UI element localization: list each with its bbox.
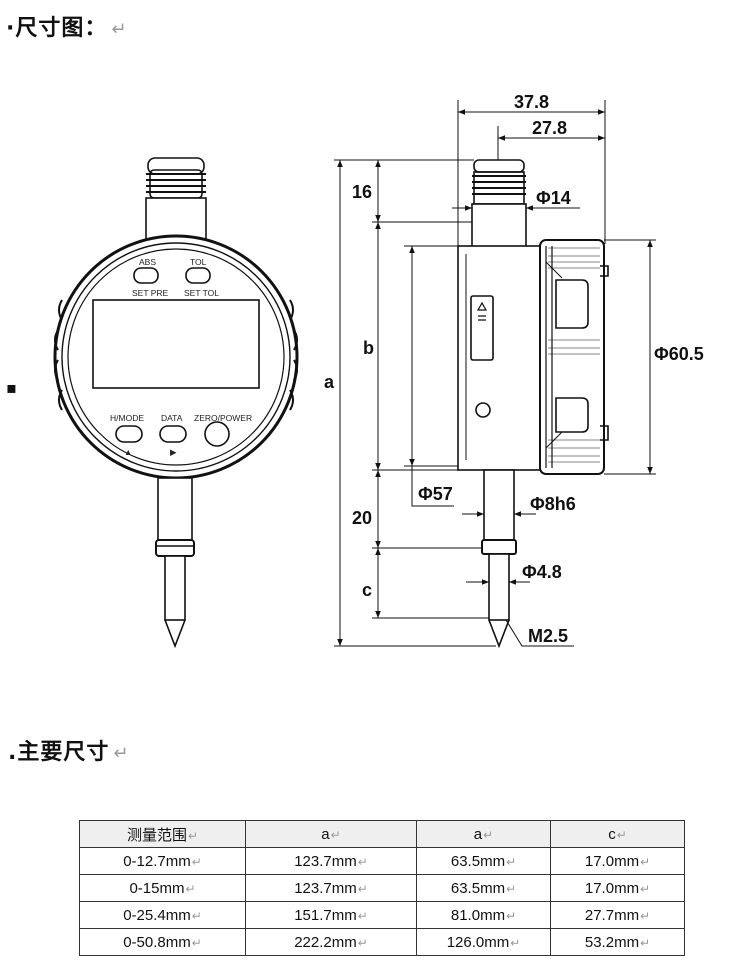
table-row: 0-15mm↵ 123.7mm↵ 63.5mm↵ 17.0mm↵ bbox=[79, 874, 685, 902]
table-cell: 0-15mm↵ bbox=[79, 874, 246, 902]
dimension-drawing: ABS SET PRE TOL SET TOL H/MODE DATA ZERO… bbox=[53, 92, 704, 649]
table-cell: 126.0mm↵ bbox=[416, 928, 551, 956]
table-cell: 0-25.4mm↵ bbox=[79, 901, 246, 929]
table-header-cell: a↵ bbox=[416, 820, 551, 848]
btn-data-label: DATA bbox=[161, 413, 183, 423]
heading-text: 主要尺寸 bbox=[17, 740, 110, 765]
btn-zero-label: ZERO/POWER bbox=[194, 413, 252, 423]
btn-tol-label: TOL bbox=[190, 257, 207, 267]
table-cell: 0-50.8mm↵ bbox=[79, 928, 246, 956]
dim-c: c bbox=[362, 580, 372, 600]
dim-phi8h6: Φ8h6 bbox=[530, 494, 576, 514]
bullet-icon: . bbox=[8, 740, 18, 765]
table-cell: 151.7mm↵ bbox=[245, 901, 417, 929]
table-cell: 63.5mm↵ bbox=[416, 847, 551, 875]
dim-phi60-5: Φ60.5 bbox=[654, 344, 704, 364]
table-header-row: 测量范围↵ a↵ a↵ c↵ bbox=[79, 820, 685, 848]
dim-27-8: 27.8 bbox=[532, 118, 567, 138]
dim-phi57: Φ57 bbox=[418, 484, 453, 504]
dim-phi14: Φ14 bbox=[536, 188, 571, 208]
dim-16: 16 bbox=[352, 182, 372, 202]
up-arrow-icon: ▲ bbox=[124, 447, 132, 457]
table-cell: 27.7mm↵ bbox=[550, 901, 685, 929]
btn-hmode-label: H/MODE bbox=[110, 413, 144, 423]
btn-abs-sublabel: SET PRE bbox=[132, 288, 169, 298]
table-row: 0-25.4mm↵ 151.7mm↵ 81.0mm↵ 27.7mm↵ bbox=[79, 901, 685, 929]
heading-dimension-drawing: ·尺寸图：↵ bbox=[6, 10, 127, 42]
btn-tol-sublabel: SET TOL bbox=[184, 288, 219, 298]
table-cell: 123.7mm↵ bbox=[245, 874, 417, 902]
table-header-cell: a↵ bbox=[245, 820, 417, 848]
dim-b: b bbox=[363, 338, 374, 358]
bullet-mark: ▪ bbox=[6, 378, 17, 397]
table-cell: 53.2mm↵ bbox=[550, 928, 685, 956]
table-cell: 17.0mm↵ bbox=[550, 874, 685, 902]
table-cell: 222.2mm↵ bbox=[245, 928, 417, 956]
dim-phi4-8: Φ4.8 bbox=[522, 562, 562, 582]
table-row: 0-50.8mm↵ 222.2mm↵ 126.0mm↵ 53.2mm↵ bbox=[79, 928, 685, 956]
right-arrow-icon: ▶ bbox=[170, 447, 177, 457]
side-view bbox=[457, 159, 609, 649]
heading-text: ·尺寸图： bbox=[6, 16, 108, 41]
dimension-lines bbox=[334, 100, 656, 647]
btn-abs-label: ABS bbox=[139, 257, 156, 267]
heading-main-dimensions: .主要尺寸↵ bbox=[8, 734, 129, 766]
table-row: 0-12.7mm↵ 123.7mm↵ 63.5mm↵ 17.0mm↵ bbox=[79, 847, 685, 875]
dim-37-8: 37.8 bbox=[514, 92, 549, 112]
dim-m2-5: M2.5 bbox=[528, 626, 568, 646]
table-cell: 81.0mm↵ bbox=[416, 901, 551, 929]
table-cell: 63.5mm↵ bbox=[416, 874, 551, 902]
return-mark-icon: ↵ bbox=[111, 19, 128, 40]
table-cell: 123.7mm↵ bbox=[245, 847, 417, 875]
dimension-labels: 37.8 27.8 16 Φ14 b a Φ60.5 Φ57 Φ8h6 20 Φ… bbox=[324, 92, 704, 646]
dim-a: a bbox=[324, 372, 335, 392]
table-cell: 17.0mm↵ bbox=[550, 847, 685, 875]
dim-20: 20 bbox=[352, 508, 372, 528]
table-header-cell: c↵ bbox=[550, 820, 685, 848]
front-view bbox=[53, 157, 299, 649]
dimensions-table: 测量范围↵ a↵ a↵ c↵ 0-12.7mm↵ 123.7mm↵ 63.5mm… bbox=[79, 820, 685, 956]
table-header-cell: 测量范围↵ bbox=[79, 820, 246, 848]
table-cell: 0-12.7mm↵ bbox=[79, 847, 246, 875]
return-mark-icon: ↵ bbox=[113, 743, 130, 764]
front-labels: ABS SET PRE TOL SET TOL H/MODE DATA ZERO… bbox=[110, 257, 252, 457]
